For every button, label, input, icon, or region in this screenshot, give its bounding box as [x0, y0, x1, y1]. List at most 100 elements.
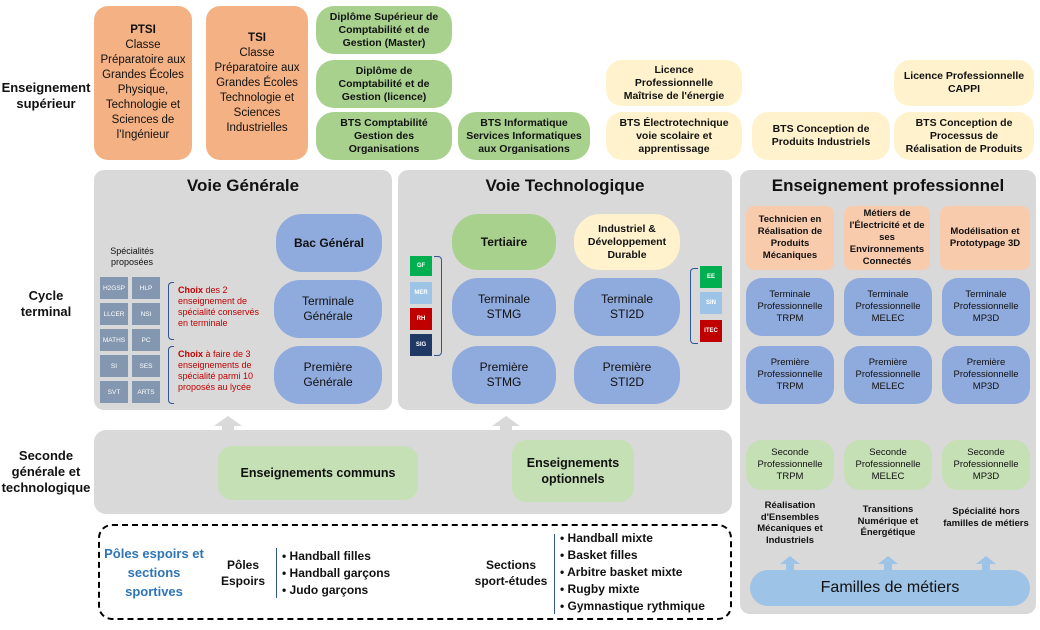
sections-label: Sections sport-études — [474, 558, 548, 588]
voie-techno-title: Voie Technologique — [485, 176, 645, 195]
famille-text-2: Transitions Numérique et Énergétique — [857, 504, 919, 538]
enseignements-communs-box: Enseignements communs — [218, 446, 418, 500]
sports-box — [98, 524, 732, 620]
poles-item: • Judo garçons — [282, 583, 369, 597]
spec-svt: SVT — [100, 381, 128, 403]
premiere-generale-box: Première Générale — [274, 346, 382, 404]
tag-sig: SIG — [410, 334, 432, 356]
tag-sin: SIN — [700, 292, 722, 314]
poles-item-text: Judo garçons — [289, 583, 369, 597]
premiere-stmg-box: Première STMG — [452, 346, 556, 404]
poles-item: • Handball garçons — [282, 566, 391, 580]
poles-item-text: Handball filles — [289, 549, 371, 563]
sections-item-text: Basket filles — [567, 548, 638, 562]
bts-elec-box: BTS Électrotechnique voie scolaire et ap… — [606, 112, 742, 160]
poles-list: • Handball filles • Handball garçons • J… — [282, 548, 412, 599]
spec-pc: PC — [132, 329, 160, 351]
arrow-up-fam1 — [780, 556, 800, 564]
bracket-choix-2 — [168, 346, 174, 404]
poles-item: • Handball filles — [282, 549, 371, 563]
dscg-box: Diplôme Supérieur de Comptabilité et de … — [316, 6, 452, 54]
sections-item-text: Gymnastique rythmique — [567, 599, 705, 613]
tsi-title: TSI — [248, 31, 266, 44]
row-label-cycle: Cycle terminal — [20, 288, 72, 319]
sections-divider — [554, 534, 555, 614]
terminale-generale-box: Terminale Générale — [274, 280, 382, 338]
poles-divider — [276, 548, 277, 598]
spec-hlp: HLP — [132, 277, 160, 299]
bracket-sti2d-tags — [690, 268, 698, 344]
bts-cpi-box: BTS Conception de Produits Industriels — [752, 112, 890, 160]
spec-llcer: LLCER — [100, 303, 128, 325]
tsi-box: TSI Classe Préparatoire aux Grandes Écol… — [206, 6, 308, 160]
spec-h2gsp: H2GSP — [100, 277, 128, 299]
premiere-sti2d-box: Première STI2D — [574, 346, 680, 404]
sports-title: Pôles espoirs et sections sportives — [104, 545, 204, 599]
pro-col2-head: Métiers de l'Électricité et de ses Envir… — [844, 206, 930, 270]
familles-metiers-box: Familles de métiers — [750, 570, 1030, 606]
pro-prem-trpm: Première Professionnelle TRPM — [746, 346, 834, 404]
pro-prem-melec: Première Professionnelle MELEC — [844, 346, 932, 404]
arrow-up-fam3 — [976, 556, 996, 564]
pro-title: Enseignement professionnel — [771, 176, 1005, 195]
choix-premiere-text: Choix à faire de 3 enseignements de spéc… — [178, 349, 270, 393]
choix-premiere-rest: à faire de 3 enseignements de spécialité… — [178, 349, 254, 392]
arrow-up-fam2 — [878, 556, 898, 564]
arrow-stem-fam2 — [884, 564, 892, 572]
arrow-stem-fam1 — [786, 564, 794, 572]
arrow-stem-fam3 — [982, 564, 990, 572]
choix-terminale-bold: Choix — [178, 285, 204, 295]
bracket-stmg-tags — [434, 256, 442, 356]
bts-sio-box: BTS Informatique Services Informatiques … — [458, 112, 590, 160]
poles-item-text: Handball garçons — [289, 566, 391, 580]
arrow-stem-generale — [222, 425, 234, 433]
row-label-seconde: Seconde générale et technologique — [1, 448, 91, 495]
tag-mer: MER — [410, 282, 432, 304]
ptsi-box: PTSI Classe Préparatoire aux Grandes Éco… — [94, 6, 192, 160]
sections-item: • Basket filles — [560, 548, 638, 562]
spec-ses: SES — [132, 355, 160, 377]
bts-cprp-box: BTS Conception de Processus de Réalisati… — [894, 112, 1034, 160]
sections-item: • Gymnastique rythmique — [560, 599, 705, 613]
poles-espoirs-label: Pôles Espoirs — [220, 558, 265, 588]
specialites-grid: H2GSP HLP LLCER NSI MATHS PC SI SES SVT … — [100, 277, 160, 405]
pro-term-trpm: Terminale Professionnelle TRPM — [746, 278, 834, 336]
sections-item-text: Arbitre basket mixte — [567, 565, 683, 579]
sections-item-text: Rugby mixte — [567, 582, 640, 596]
dcg-box: Diplôme de Comptabilité et de Gestion (l… — [316, 60, 452, 108]
spec-si: SI — [100, 355, 128, 377]
arrow-up-generale — [214, 416, 242, 426]
choix-terminale-rest: des 2 enseignement de spécialité conserv… — [178, 285, 260, 328]
sections-item: • Arbitre basket mixte — [560, 565, 683, 579]
choix-premiere-bold: Choix — [178, 349, 204, 359]
terminale-stmg-box: Terminale STMG — [452, 278, 556, 336]
sections-item: • Rugby mixte — [560, 582, 640, 596]
industriel-box: Industriel & Développement Durable — [574, 214, 680, 270]
choix-terminale-text: Choix des 2 enseignement de spécialité c… — [178, 285, 270, 329]
pro-term-melec: Terminale Professionnelle MELEC — [844, 278, 932, 336]
tertiaire-box: Tertiaire — [452, 214, 556, 270]
famille-text-1: Réalisation d'Ensembles Mécaniques et In… — [757, 500, 823, 546]
tag-ee: EE — [700, 266, 722, 288]
pro-col1-head: Technicien en Réalisation de Produits Mé… — [746, 206, 834, 270]
lp-energie-box: Licence Professionnelle Maîtrise de l'én… — [606, 60, 742, 106]
sections-list: • Handball mixte • Basket filles • Arbit… — [560, 530, 730, 615]
row-label-superieur: Enseignement supérieur — [1, 80, 91, 111]
arrow-stem-techno — [500, 425, 512, 433]
tag-gf: GF — [410, 256, 432, 276]
tsi-text: Classe Préparatoire aux Grandes Écoles T… — [214, 46, 300, 134]
bac-general-box: Bac Général — [276, 214, 382, 272]
specialites-title: Spécialités proposées — [110, 246, 154, 267]
enseignements-optionnels-box: Enseignements optionnels — [512, 440, 634, 502]
famille-text-3: Spécialité hors familles de métiers — [943, 506, 1029, 529]
bracket-choix-1 — [168, 282, 174, 340]
lp-cappi-box: Licence Professionnelle CAPPI — [894, 60, 1034, 106]
sections-item-text: Handball mixte — [567, 531, 653, 545]
sections-item: • Handball mixte — [560, 531, 653, 545]
arrow-up-techno — [492, 416, 520, 426]
tag-itec: ITEC — [700, 320, 722, 342]
bts-cg-box: BTS Comptabilité Gestion des Organisatio… — [316, 112, 452, 160]
pro-sec-melec: Seconde Professionnelle MELEC — [844, 440, 932, 490]
pro-sec-trpm: Seconde Professionnelle TRPM — [746, 440, 834, 490]
ptsi-title: PTSI — [130, 24, 156, 36]
